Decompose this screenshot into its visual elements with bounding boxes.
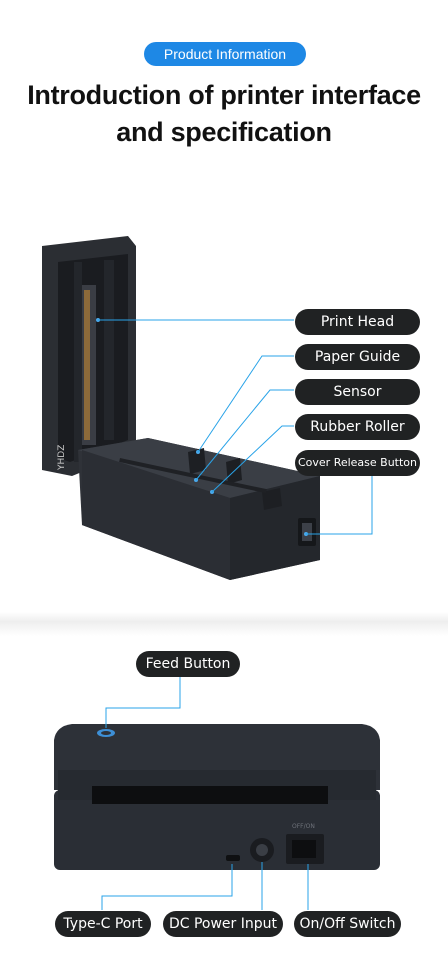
label-paper-guide: Paper Guide: [295, 344, 420, 370]
label-typec-port: Type-C Port: [55, 911, 151, 937]
label-dc-power-input: DC Power Input: [163, 911, 283, 937]
page-title-line-2: and specification: [116, 117, 332, 147]
label-feed-button: Feed Button: [136, 651, 240, 677]
section-divider: [0, 612, 448, 636]
brand-logo: YHDZ: [57, 445, 67, 471]
printer-back-image: OFF/ON: [54, 724, 380, 870]
label-cover-release-button: Cover Release Button: [295, 450, 420, 476]
label-print-head: Print Head: [295, 309, 420, 335]
leader-lines-top: [98, 319, 373, 535]
label-sensor: Sensor: [295, 379, 420, 405]
printer-open-image: YHDZ: [42, 236, 320, 580]
leader-lines-bottom: [101, 676, 309, 910]
section-badge: Product Information: [144, 42, 306, 66]
label-onoff-switch: On/Off Switch: [294, 911, 401, 937]
page-title-line-1: Introduction of printer interface: [27, 80, 421, 110]
switch-marking: OFF/ON: [292, 823, 315, 830]
label-rubber-roller: Rubber Roller: [295, 414, 420, 440]
